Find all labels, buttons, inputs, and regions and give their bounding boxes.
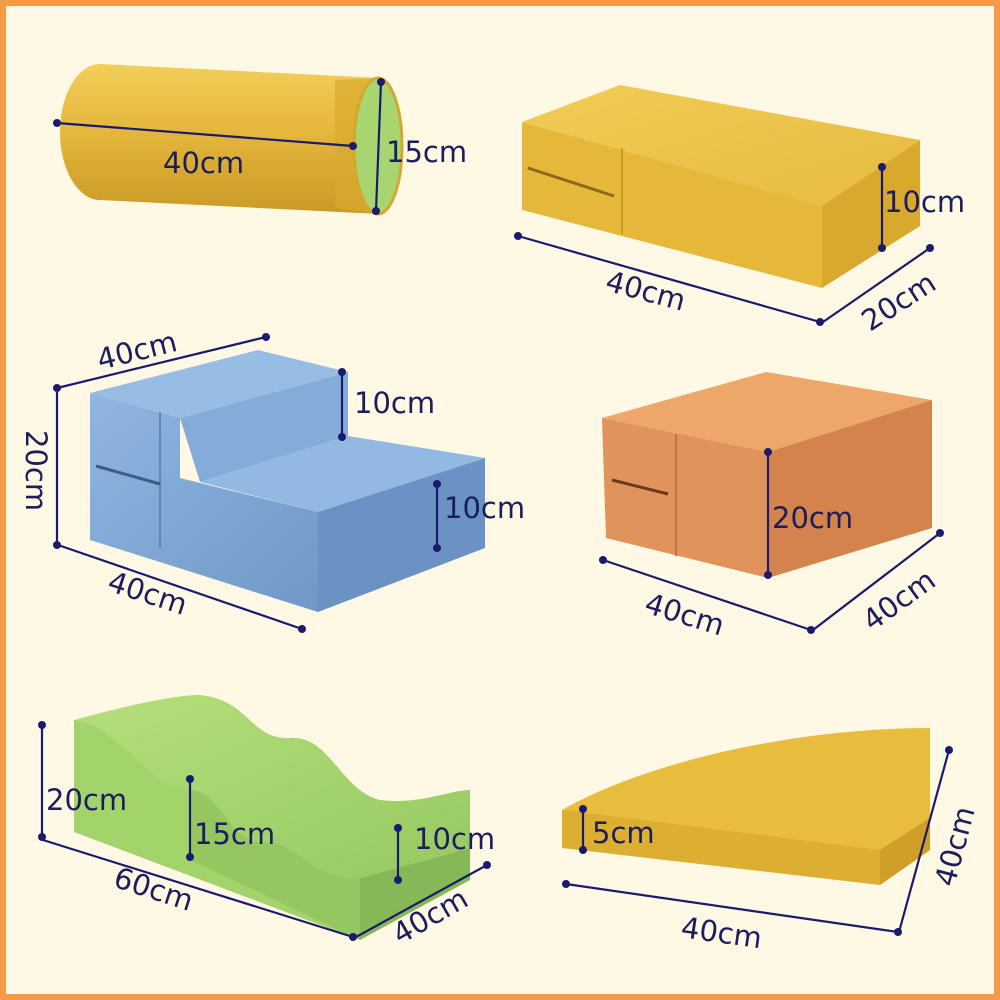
yellow-rectangular-block [522, 85, 920, 288]
wave-dimensions [38, 721, 491, 941]
orange-square-block [602, 372, 932, 578]
zipper-slot [611, 478, 669, 496]
stairs-lower-step-label: 10cm [444, 491, 525, 525]
wave-low-label: 10cm [414, 822, 495, 856]
orange-cube-length-label: 40cm [641, 586, 729, 642]
stairs-dimensions [53, 333, 441, 633]
quarter-height-label: 5cm [592, 816, 655, 850]
cylinder-body [60, 64, 380, 214]
quarter-radius-label: 40cm [928, 803, 982, 890]
quarter-side-label: 40cm [679, 910, 764, 955]
green-wave-block [74, 695, 470, 940]
yellow-block-dimensions [514, 163, 934, 326]
orange-cube-height-label: 20cm [772, 501, 853, 535]
cylinder-diameter-label: 15cm [386, 135, 467, 169]
stairs-upper-step-label: 10cm [354, 386, 435, 420]
cylinder-length-label: 40cm [163, 146, 244, 180]
orange-cube-width-label: 40cm [856, 562, 942, 637]
stairs-length-label: 40cm [104, 564, 192, 621]
zipper-slot [527, 166, 615, 198]
wave-middle-label: 15cm [194, 817, 275, 851]
yellow-block-width-label: 20cm [855, 265, 942, 338]
quarter-dimensions [562, 746, 953, 936]
wave-height-label: 20cm [46, 783, 127, 817]
cylinder-bolster [60, 64, 404, 216]
stairs-height-label: 20cm [19, 430, 53, 511]
yellow-block-height-label: 10cm [884, 185, 965, 219]
zipper-slot [95, 464, 161, 486]
blue-two-step-stairs [90, 350, 485, 612]
orange-cube-dimensions [599, 448, 944, 634]
yellow-quarter-circle-mat [562, 728, 930, 885]
cylinder-dimensions [53, 78, 385, 215]
